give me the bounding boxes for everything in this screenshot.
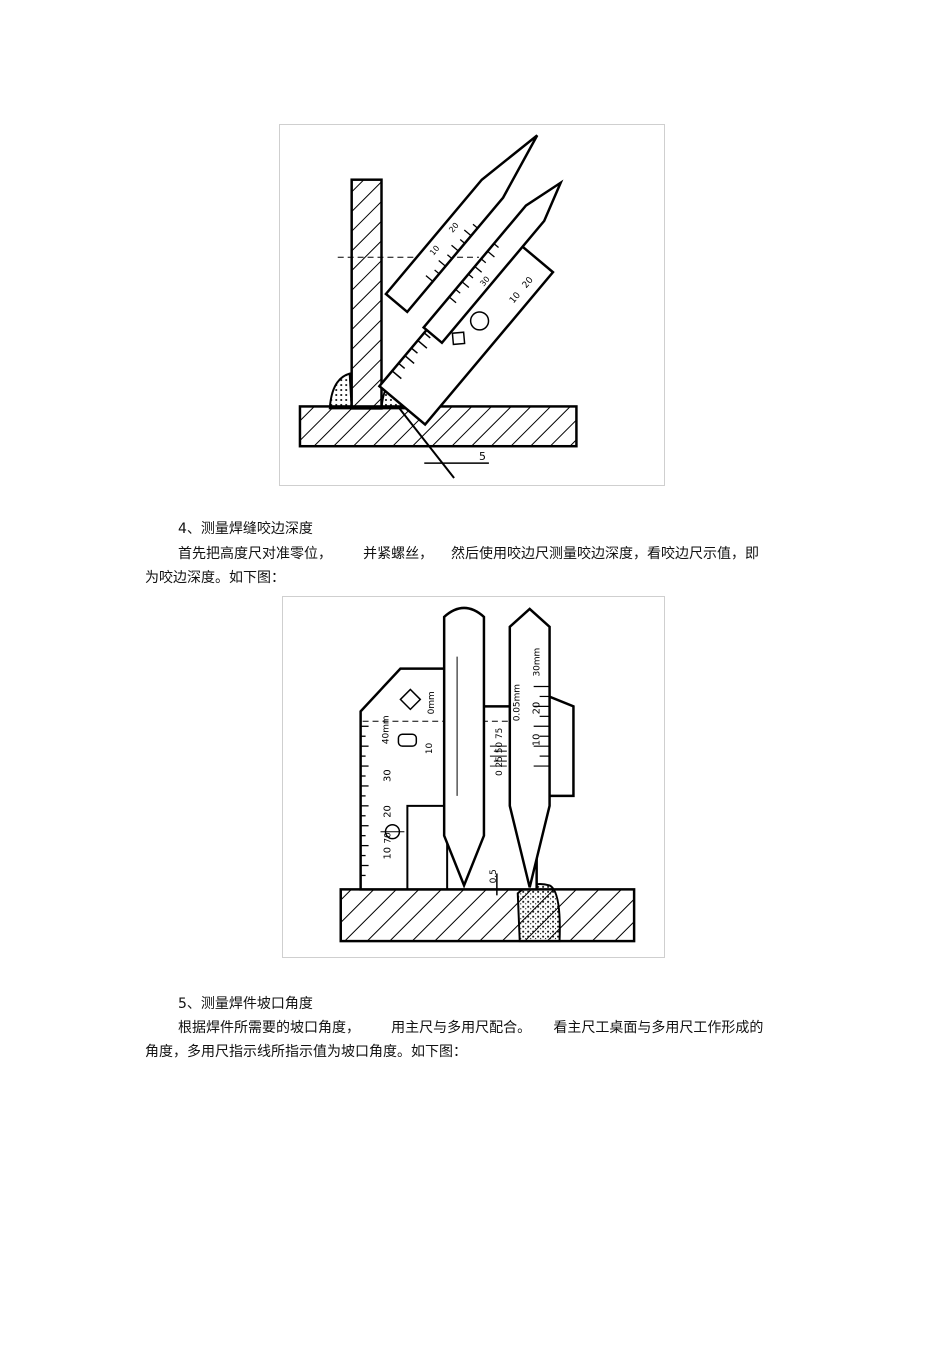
- gauge-slider-upper: 30: [421, 179, 564, 345]
- weld-bead: [516, 883, 561, 943]
- scale-label: 40mm: [381, 715, 391, 744]
- scale-label: 10: [425, 742, 435, 754]
- gauge-undercut-drawing: 30mm 20 10 0.05mm 0 25 50 75 40mm 10 30 …: [339, 606, 636, 943]
- section-5-line-1: 根据焊件所需要的坡口角度， 用主尺与多用尺配合。 看主尺工桌面与多用尺工作形成的: [178, 1020, 764, 1036]
- section-4-heading: 4、测量焊缝咬边深度: [178, 521, 313, 537]
- left-scale: [360, 725, 369, 877]
- vernier-scale: [489, 745, 507, 767]
- gap-label: 5: [479, 450, 486, 463]
- scale-label: 30mm: [533, 648, 543, 677]
- undercut-slider: [508, 607, 551, 888]
- scale-label: 0mm: [427, 691, 437, 714]
- section-5-line-2: 角度，多用尺指示线所指示值为坡口角度。如下图：: [145, 1044, 467, 1060]
- scale-label: 10: [382, 847, 393, 860]
- scale-label: 0.5: [489, 869, 499, 883]
- base-plate: [298, 405, 578, 448]
- right-scale: [533, 685, 550, 767]
- gauge-needle: 10 20: [384, 134, 539, 314]
- section-4-line-1: 首先把高度尺对准零位， 并紧螺丝， 然后使用咬边尺测量咬边深度，看咬边尺示值，即: [178, 546, 759, 562]
- gauge-groove-drawing: 10 20 30 10 20: [298, 134, 578, 479]
- figure-gauge-groove: 10 20 30 10 20: [279, 124, 665, 486]
- scale-label: 20: [382, 805, 393, 818]
- scale-label: 10: [532, 734, 543, 747]
- figure-gauge-undercut: 30mm 20 10 0.05mm 0 25 50 75 40mm 10 30 …: [282, 596, 665, 958]
- scale-label: 0.05mm: [513, 684, 523, 721]
- section-4-line-2: 为咬边深度。如下图：: [145, 570, 285, 586]
- gauge-body: 10 20: [377, 232, 555, 427]
- height-slider: [442, 606, 486, 889]
- scale-label: 20: [532, 702, 543, 715]
- scale-label: 70: [383, 832, 393, 844]
- base-plate: [339, 888, 636, 943]
- weld-bead-left: [328, 372, 353, 410]
- section-5-heading: 5、测量焊件坡口角度: [178, 996, 313, 1012]
- scale-label: 0 25 50 75: [495, 728, 505, 776]
- vertical-plate: [350, 178, 383, 410]
- scale-label: 30: [382, 769, 393, 782]
